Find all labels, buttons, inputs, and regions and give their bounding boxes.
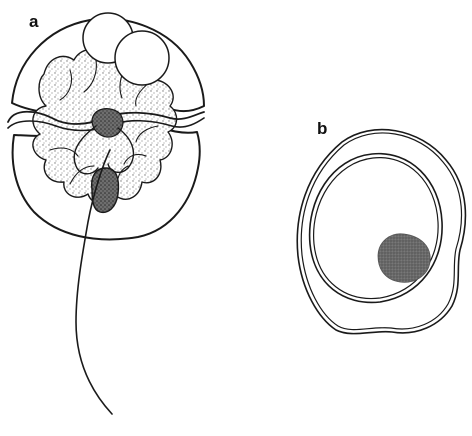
panel-label-b: b bbox=[317, 120, 327, 137]
panel-b-cyst bbox=[297, 130, 465, 334]
panel-a-cell bbox=[8, 13, 204, 414]
panel-label-a: a bbox=[29, 13, 38, 30]
outer-wall bbox=[297, 130, 465, 334]
vacuole-right bbox=[115, 31, 169, 85]
nucleus-b bbox=[378, 234, 430, 283]
